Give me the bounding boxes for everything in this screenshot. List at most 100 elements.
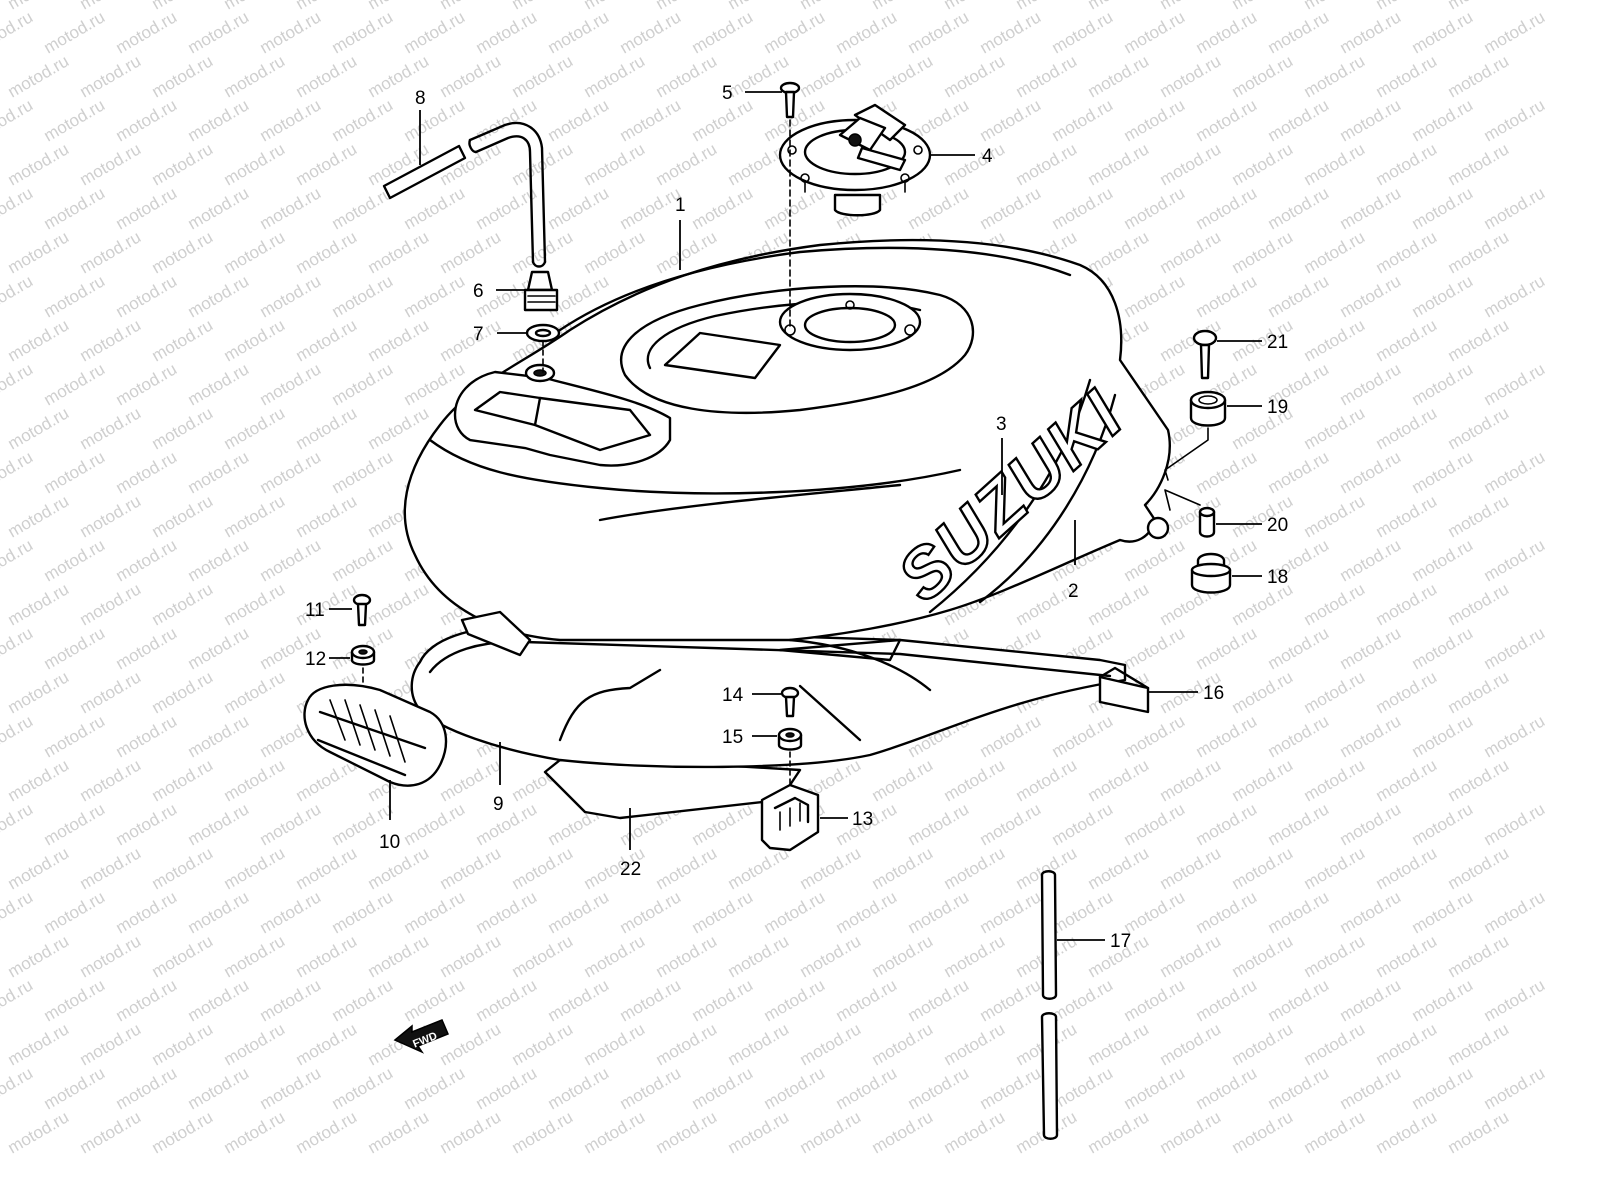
callout-21: 21 bbox=[1267, 332, 1288, 353]
watermark-text: motod.ru bbox=[1013, 51, 1081, 101]
watermark-text: motod.ru bbox=[509, 1019, 577, 1069]
watermark-text: motod.ru bbox=[149, 227, 217, 277]
watermark-text: motod.ru bbox=[5, 403, 73, 453]
callout-19: 19 bbox=[1267, 397, 1288, 418]
callout-14: 14 bbox=[722, 685, 744, 706]
watermark-text: motod.ru bbox=[1445, 227, 1513, 277]
watermark-text: motod.ru bbox=[581, 1019, 649, 1069]
watermark-text: motod.ru bbox=[113, 535, 181, 585]
watermark-text: motod.ru bbox=[365, 1107, 433, 1157]
watermark-text: motod.ru bbox=[1121, 975, 1189, 1025]
watermark-text: motod.ru bbox=[41, 623, 109, 673]
watermark-text: motod.ru bbox=[77, 139, 145, 189]
watermark-text: motod.ru bbox=[1157, 1107, 1225, 1157]
watermark-text: motod.ru bbox=[1121, 887, 1189, 937]
watermark-text: motod.ru bbox=[257, 183, 325, 233]
watermark-text: motod.ru bbox=[1445, 931, 1513, 981]
watermark-text: motod.ru bbox=[257, 7, 325, 57]
watermark-text: motod.ru bbox=[833, 887, 901, 937]
watermark-text: motod.ru bbox=[1193, 183, 1261, 233]
watermark-text: motod.ru bbox=[617, 95, 685, 145]
watermark-text: motod.ru bbox=[1337, 95, 1405, 145]
watermark-text: motod.ru bbox=[1409, 7, 1477, 57]
watermark-text: motod.ru bbox=[1049, 1063, 1117, 1113]
watermark-text: motod.ru bbox=[1337, 975, 1405, 1025]
callout-10: 10 bbox=[379, 832, 400, 853]
watermark-text: motod.ru bbox=[941, 1107, 1009, 1157]
watermark-text: motod.ru bbox=[653, 1019, 721, 1069]
watermark-text: motod.ru bbox=[1193, 7, 1261, 57]
watermark-text: motod.ru bbox=[1409, 711, 1477, 761]
watermark-text: motod.ru bbox=[77, 667, 145, 717]
watermark-text: motod.ru bbox=[869, 51, 937, 101]
callout-2: 2 bbox=[1068, 581, 1079, 602]
watermark-text: motod.ru bbox=[1229, 843, 1297, 893]
watermark-text: motod.ru bbox=[545, 1063, 613, 1113]
watermark-text: motod.ru bbox=[1301, 315, 1369, 365]
watermark-text: motod.ru bbox=[437, 1019, 505, 1069]
watermark-text: motod.ru bbox=[0, 7, 36, 57]
watermark-text: motod.ru bbox=[1373, 315, 1441, 365]
watermark-text: motod.ru bbox=[725, 0, 793, 13]
watermark-text: motod.ru bbox=[401, 1063, 469, 1113]
watermark-text: motod.ru bbox=[941, 51, 1009, 101]
watermark-text: motod.ru bbox=[149, 1019, 217, 1069]
part-11-bolt bbox=[352, 593, 372, 627]
watermark-text: motod.ru bbox=[1445, 491, 1513, 541]
leader-lines bbox=[329, 91, 1262, 941]
watermark-text: motod.ru bbox=[1085, 139, 1153, 189]
watermark-text: motod.ru bbox=[185, 975, 253, 1025]
watermark-text: motod.ru bbox=[41, 183, 109, 233]
watermark-text: motod.ru bbox=[725, 1019, 793, 1069]
watermark-text: motod.ru bbox=[113, 183, 181, 233]
watermark-text: motod.ru bbox=[221, 51, 289, 101]
watermark-text: motod.ru bbox=[1157, 0, 1225, 13]
watermark-text: motod.ru bbox=[905, 7, 973, 57]
watermark-text: motod.ru bbox=[1229, 667, 1297, 717]
watermark-text: motod.ru bbox=[113, 271, 181, 321]
callout-4: 4 bbox=[982, 146, 993, 167]
watermark-text: motod.ru bbox=[905, 975, 973, 1025]
watermark-text: motod.ru bbox=[617, 183, 685, 233]
watermark-text: motod.ru bbox=[1409, 359, 1477, 409]
watermark-text: motod.ru bbox=[257, 535, 325, 585]
watermark-text: motod.ru bbox=[41, 359, 109, 409]
watermark-text: motod.ru bbox=[1013, 755, 1081, 805]
watermark-text: motod.ru bbox=[1049, 975, 1117, 1025]
watermark-text: motod.ru bbox=[1409, 975, 1477, 1025]
watermark-text: motod.ru bbox=[41, 975, 109, 1025]
watermark-text: motod.ru bbox=[185, 359, 253, 409]
watermark-text: motod.ru bbox=[1481, 7, 1549, 57]
part-17-hoses bbox=[1040, 870, 1059, 1140]
watermark-text: motod.ru bbox=[113, 1063, 181, 1113]
watermark-text: motod.ru bbox=[0, 1063, 36, 1113]
watermark-text: motod.ru bbox=[977, 887, 1045, 937]
watermark-text: motod.ru bbox=[1373, 579, 1441, 629]
watermark-text: motod.ru bbox=[869, 931, 937, 981]
watermark-text: motod.ru bbox=[833, 7, 901, 57]
watermark-text: motod.ru bbox=[1481, 183, 1549, 233]
watermark-text: motod.ru bbox=[329, 535, 397, 585]
watermark-text: motod.ru bbox=[1409, 447, 1477, 497]
watermark-text: motod.ru bbox=[761, 7, 829, 57]
part-7-washer bbox=[525, 323, 561, 373]
watermark-text: motod.ru bbox=[1265, 7, 1333, 57]
watermark-text: motod.ru bbox=[1265, 447, 1333, 497]
watermark-text: motod.ru bbox=[1301, 843, 1369, 893]
watermark-text: motod.ru bbox=[0, 623, 36, 673]
watermark-text: motod.ru bbox=[365, 0, 433, 13]
watermark-text: motod.ru bbox=[1337, 535, 1405, 585]
watermark-text: motod.ru bbox=[1229, 139, 1297, 189]
watermark-text: motod.ru bbox=[77, 227, 145, 277]
watermark-text: motod.ru bbox=[1481, 975, 1549, 1025]
watermark-text: motod.ru bbox=[437, 0, 505, 13]
watermark-text: motod.ru bbox=[0, 711, 36, 761]
watermark-text: motod.ru bbox=[1265, 95, 1333, 145]
watermark-text: motod.ru bbox=[977, 183, 1045, 233]
watermark-text: motod.ru bbox=[221, 579, 289, 629]
callout-11: 11 bbox=[305, 600, 325, 621]
watermark-text: motod.ru bbox=[221, 1019, 289, 1069]
watermark-text: motod.ru bbox=[293, 139, 361, 189]
watermark-text: motod.ru bbox=[617, 887, 685, 937]
